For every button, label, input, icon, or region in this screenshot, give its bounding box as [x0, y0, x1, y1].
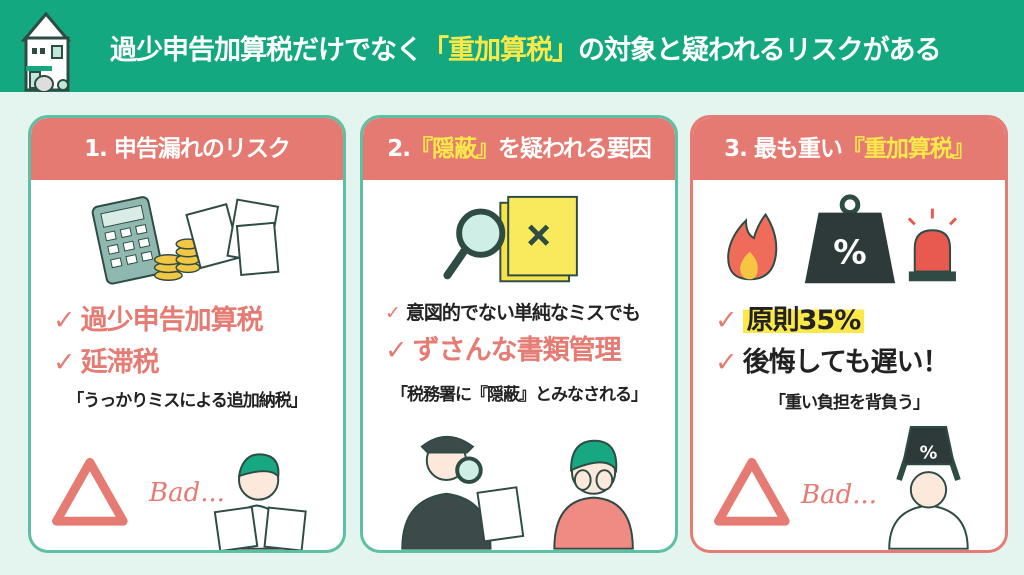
check-item: ✓原則35% [715, 298, 865, 337]
card-heading: 3. 最も重い『重加算税』 [693, 118, 1005, 180]
svg-text:%: % [920, 443, 938, 463]
card-quote: 「税務署に『隠蔽』とみなされる」 [391, 385, 648, 405]
card-heading: 1. 申告漏れのリスク [31, 118, 343, 180]
check-item: ✓意図的でない単純なミスでも [385, 302, 641, 324]
card-heavy-penalty-tax: 3. 最も重い『重加算税』 % ✓原則35% ✓後悔しても遅い！ 「重い負担を背… [690, 115, 1008, 553]
card-concealment-factors: 2.『隠蔽』を疑われる要因 ✓意図的でない単純なミスでも ✓ずさんな書類管理 「… [360, 115, 678, 553]
check-icon: ✓ [53, 305, 76, 336]
card-quote: 「うっかりミスによる追加納税」 [67, 391, 308, 411]
check-item: ✓延滞税 [53, 347, 160, 378]
warning-burdened-woman-icon: % [714, 426, 969, 550]
card-heading: 2.『隠蔽』を疑われる要因 [363, 118, 675, 180]
check-icon: ✓ [53, 347, 76, 378]
page-title: 過少申告加算税だけでなく「重加算税」の対象と疑われるリスクがある [110, 35, 942, 66]
bad-label: Bad... [149, 478, 226, 508]
warning-triangle-icon [52, 457, 128, 526]
check-icon: ✓ [385, 335, 408, 366]
bad-label: Bad... [801, 480, 878, 510]
inspector-crying-woman-icon [401, 435, 634, 550]
check-icon: ✓ [715, 305, 738, 336]
card-quote: 「重い負担を背負う」 [769, 393, 930, 413]
calculator-coins-documents-icon [91, 196, 280, 285]
check-item: ✓ずさんな書類管理 [385, 335, 622, 366]
warning-worried-woman-icon [52, 453, 307, 550]
check-icon: ✓ [385, 302, 401, 324]
magnifier-folder-x-icon [443, 195, 578, 283]
check-item: ✓過少申告加算税 [53, 305, 264, 336]
header-bar: 過少申告加算税だけでなく「重加算税」の対象と疑われるリスクがある [0, 0, 1024, 92]
fire-weight-siren-icon: % [727, 194, 957, 284]
check-item: ✓後悔しても遅い！ [715, 347, 949, 378]
house-icon [20, 11, 72, 92]
svg-text:%: % [833, 233, 866, 272]
card-filing-omission-risk: 1. 申告漏れのリスク ✓過少申告加算税 ✓延滞税 「うっかりミスによる追加納税… [28, 115, 346, 553]
check-icon: ✓ [715, 347, 738, 378]
